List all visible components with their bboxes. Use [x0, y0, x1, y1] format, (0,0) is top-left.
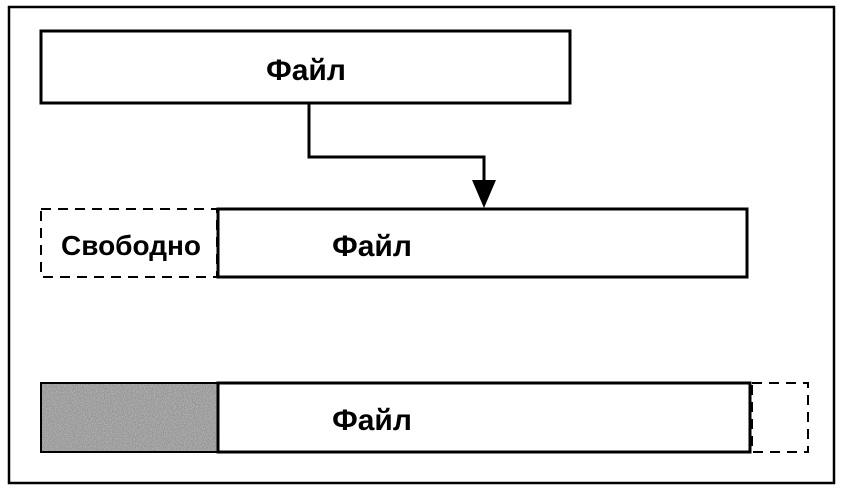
outer-frame: [7, 5, 836, 485]
file-box-top: [39, 29, 572, 105]
file-label-bottom: Файл: [332, 404, 412, 437]
free-slot-box: [751, 382, 809, 453]
file-box-bottom: [216, 381, 752, 454]
occupied-region-noise: [41, 383, 218, 452]
file-label-middle: Файл: [332, 230, 412, 263]
file-box-middle: [216, 207, 749, 279]
relocation-connector: [307, 103, 486, 190]
free-space-label: Свободно: [61, 230, 201, 261]
file-label-top: Файл: [266, 54, 346, 87]
arrow-down-icon: [472, 180, 496, 208]
